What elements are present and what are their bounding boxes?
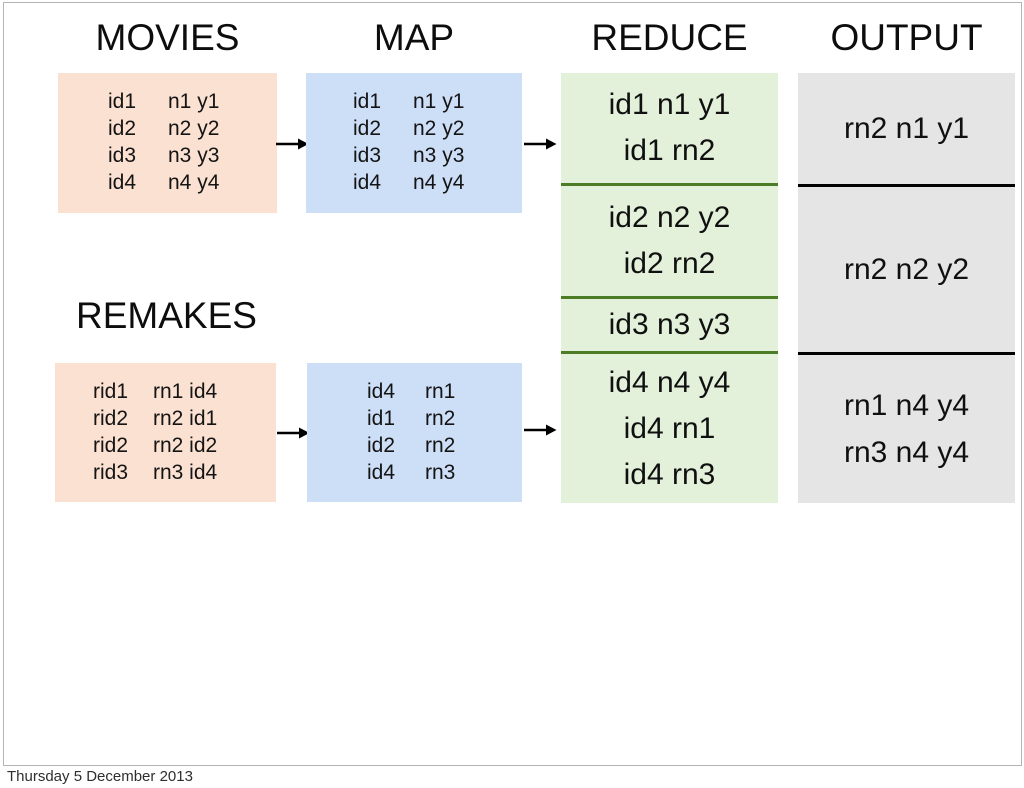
table-row: id4 n4 y4 [353,169,522,196]
table-row: rid2 rn2 id2 [93,432,276,459]
reduce-group: id4 n4 y4 id4 rn1 id4 rn3 [561,351,778,503]
table-cell: rn2 [425,434,456,457]
section-header-remakes: REMAKES [76,295,257,336]
table-cell: id3 [108,144,137,167]
table-cell: n3 y3 [168,144,220,167]
output-group: rn2 n2 y2 [798,184,1015,352]
reduce-line: id1 n1 y1 [608,88,731,121]
table-cell: rn3 [425,461,456,484]
column-header-movies: MOVIES [95,17,240,58]
output-group: rn2 n1 y1 [798,73,1015,184]
footer-date: Thursday 5 December 2013 [7,768,193,785]
table-cell: id2 [367,434,396,457]
column-header-map: MAP [373,17,455,58]
table-row: id4 rn3 [367,459,522,486]
table-cell: rid2 [93,434,129,457]
output-line: rn3 n4 y4 [843,436,970,469]
map-remakes-box: id4 rn1 id1 rn2 id2 rn2 id4 rn3 [307,363,522,502]
table-cell: n4 y4 [413,171,465,194]
table-cell: rn1 [425,380,456,403]
table-cell: id1 [367,407,396,430]
table-cell: id4 [108,171,137,194]
table-cell: rn1 id4 [153,380,218,403]
remakes-source-box: rid1 rn1 id4 rid2 rn2 id1 rid2 rn2 id2 r… [55,363,276,502]
flow-arrow-map-to-reduce [524,138,557,150]
output-group: rn1 n4 y4 rn3 n4 y4 [798,352,1015,503]
reduce-group: id1 n1 y1 id1 rn2 [561,73,778,183]
movies-source-box: id1 n1 y1 id2 n2 y2 id3 n3 y3 id4 n4 y4 [58,73,277,213]
reduce-line: id4 rn3 [623,457,716,491]
table-cell: id1 [108,90,137,113]
table-cell: id4 [367,461,396,484]
table-row: id4 n4 y4 [108,169,277,196]
table-cell: id4 [367,380,396,403]
table-cell: id2 [353,117,382,140]
table-row: id1 rn2 [367,405,522,432]
table-row: rid2 rn2 id1 [93,405,276,432]
reduce-box: id1 n1 y1 id1 rn2 id2 n2 y2 id2 rn2 id3 … [561,73,778,503]
table-cell: id1 [353,90,382,113]
table-cell: n1 y1 [168,90,220,113]
table-row: id2 rn2 [367,432,522,459]
table-row: id1 n1 y1 [353,88,522,115]
table-row: id1 n1 y1 [108,88,277,115]
table-row: id2 n2 y2 [108,115,277,142]
table-row: id4 rn1 [367,378,522,405]
table-cell: rn2 [425,407,456,430]
table-row: id2 n2 y2 [353,115,522,142]
table-cell: rid2 [93,407,129,430]
table-row: rid1 rn1 id4 [93,378,276,405]
table-row: rid3 rn3 id4 [93,459,276,486]
reduce-line: id3 n3 y3 [608,308,731,341]
output-line: rn1 n4 y4 [843,389,970,422]
table-row: id3 n3 y3 [108,142,277,169]
table-cell: rid3 [93,461,129,484]
table-cell: rid1 [93,380,129,403]
table-cell: rn3 id4 [153,461,218,484]
table-cell: id4 [353,171,382,194]
reduce-line: id1 rn2 [623,134,716,167]
reduce-line: id4 n4 y4 [608,365,731,399]
reduce-line: id2 n2 y2 [608,201,731,234]
table-cell: id2 [108,117,137,140]
output-line: rn2 n2 y2 [843,253,970,286]
flow-arrow-map2-to-reduce [524,424,557,436]
flow-arrow-remakes-to-map [277,427,310,439]
output-line: rn2 n1 y1 [843,112,970,145]
table-cell: rn2 id2 [153,434,218,457]
flow-arrow-movies-to-map [276,138,309,150]
reduce-line: id2 rn2 [623,247,716,280]
table-row: id3 n3 y3 [353,142,522,169]
table-cell: id3 [353,144,382,167]
table-cell: n1 y1 [413,90,465,113]
map-movies-box: id1 n1 y1 id2 n2 y2 id3 n3 y3 id4 n4 y4 [306,73,522,213]
table-cell: n3 y3 [413,144,465,167]
table-cell: rn2 id1 [153,407,218,430]
table-cell: n4 y4 [168,171,220,194]
table-cell: n2 y2 [168,117,220,140]
output-box: rn2 n1 y1 rn2 n2 y2 rn1 n4 y4 rn3 n4 y4 [798,73,1015,503]
reduce-line: id4 rn1 [623,411,716,445]
column-header-output: OUTPUT [830,17,983,58]
table-cell: n2 y2 [413,117,465,140]
reduce-group: id2 n2 y2 id2 rn2 [561,183,778,296]
reduce-group: id3 n3 y3 [561,296,778,351]
column-header-reduce: REDUCE [591,17,748,58]
